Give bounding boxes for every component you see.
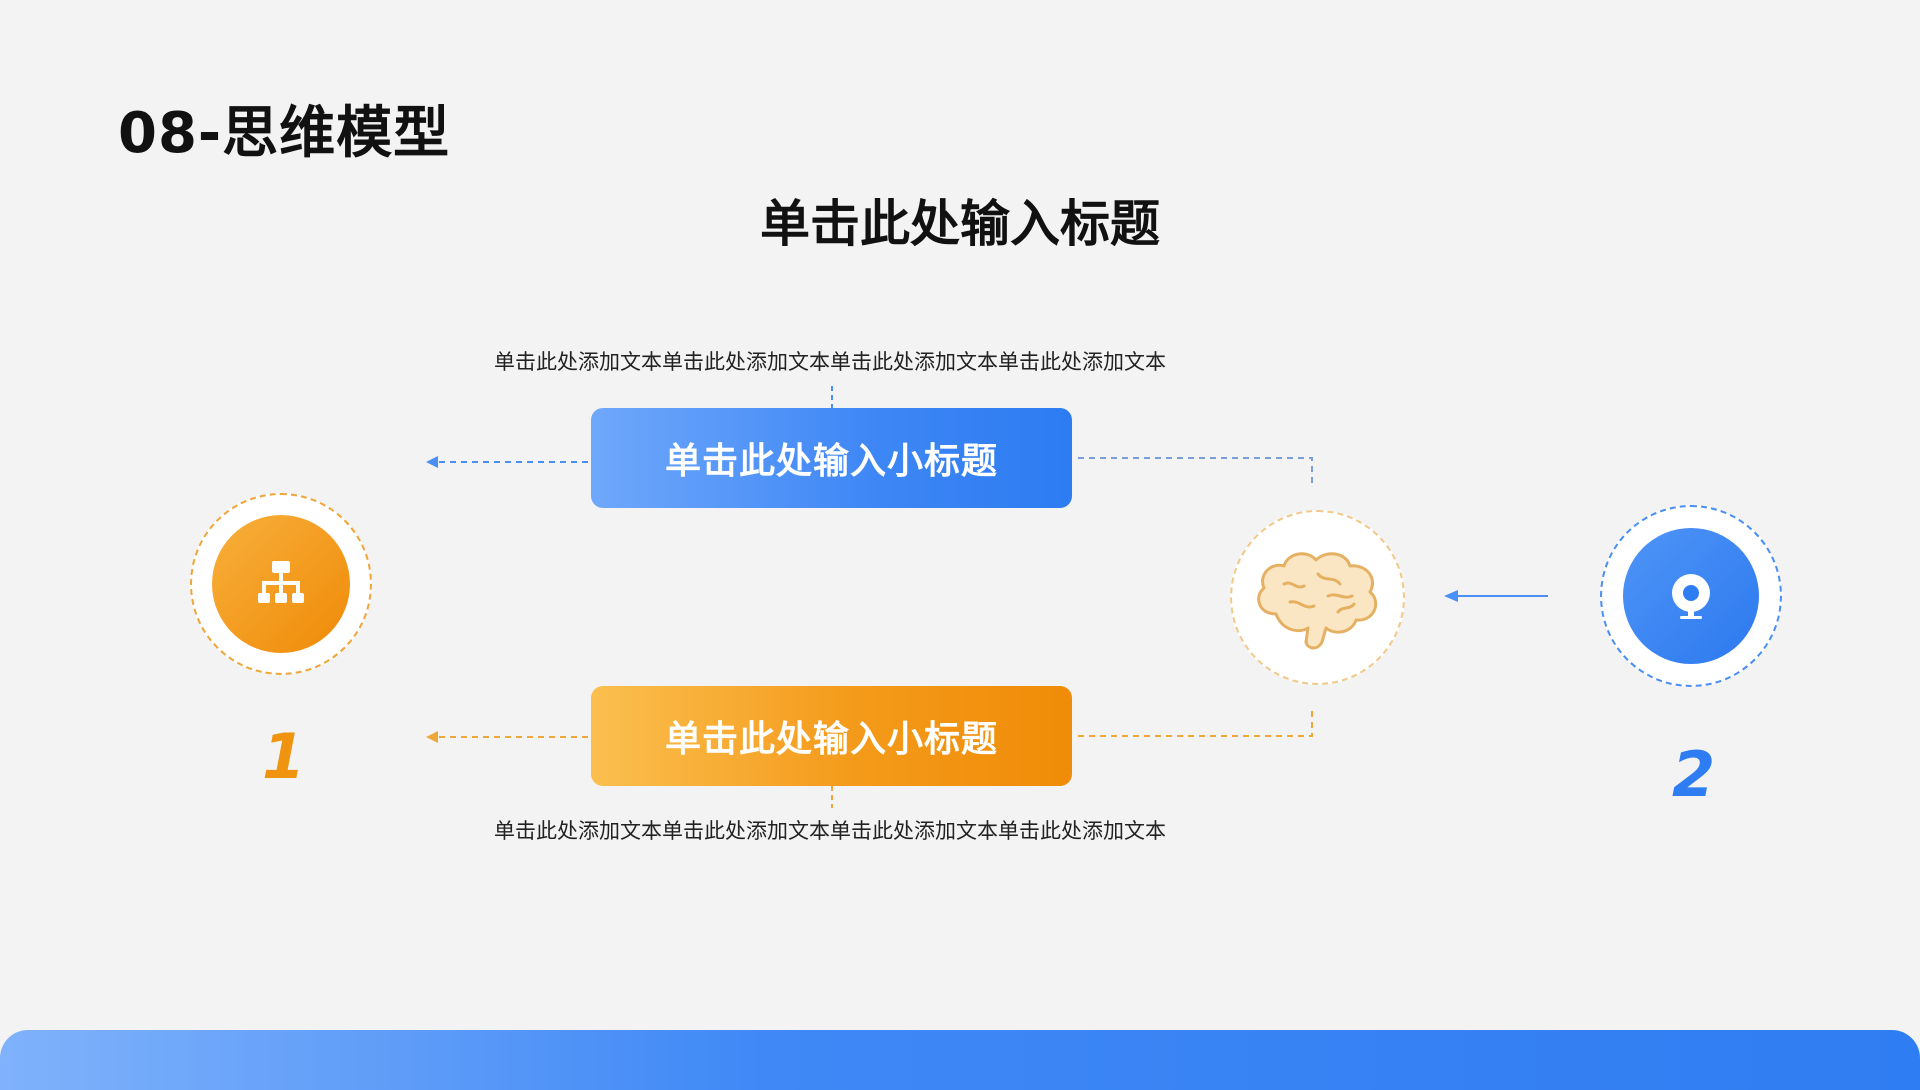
node-number-1: 1 — [262, 720, 306, 793]
connector-blue-brain — [1078, 457, 1313, 488]
bottom-accent-bar — [0, 1030, 1920, 1090]
arrowhead-blue-left — [426, 456, 438, 468]
webcam-icon — [1672, 574, 1710, 619]
subtitle-box-blue: 单击此处输入小标题 — [591, 408, 1072, 508]
org-chart-icon — [258, 561, 304, 603]
subtitle-box-orange: 单击此处输入小标题 — [591, 686, 1072, 786]
right-node-disc — [1623, 528, 1759, 664]
page-title: 08-思维模型 — [118, 101, 451, 166]
bottom-body-text: 单击此处添加文本单击此处添加文本单击此处添加文本单击此处添加文本 — [494, 819, 1166, 843]
connector-orange-brain — [1078, 708, 1313, 737]
arrowhead-solid — [1444, 590, 1458, 602]
left-node-disc — [212, 515, 350, 653]
brain-icon — [1257, 552, 1378, 650]
top-body-text: 单击此处添加文本单击此处添加文本单击此处添加文本单击此处添加文本 — [494, 350, 1166, 374]
node-number-2: 2 — [1672, 738, 1716, 811]
arrowhead-orange-left — [426, 731, 438, 743]
main-heading: 单击此处输入标题 — [760, 195, 1160, 253]
